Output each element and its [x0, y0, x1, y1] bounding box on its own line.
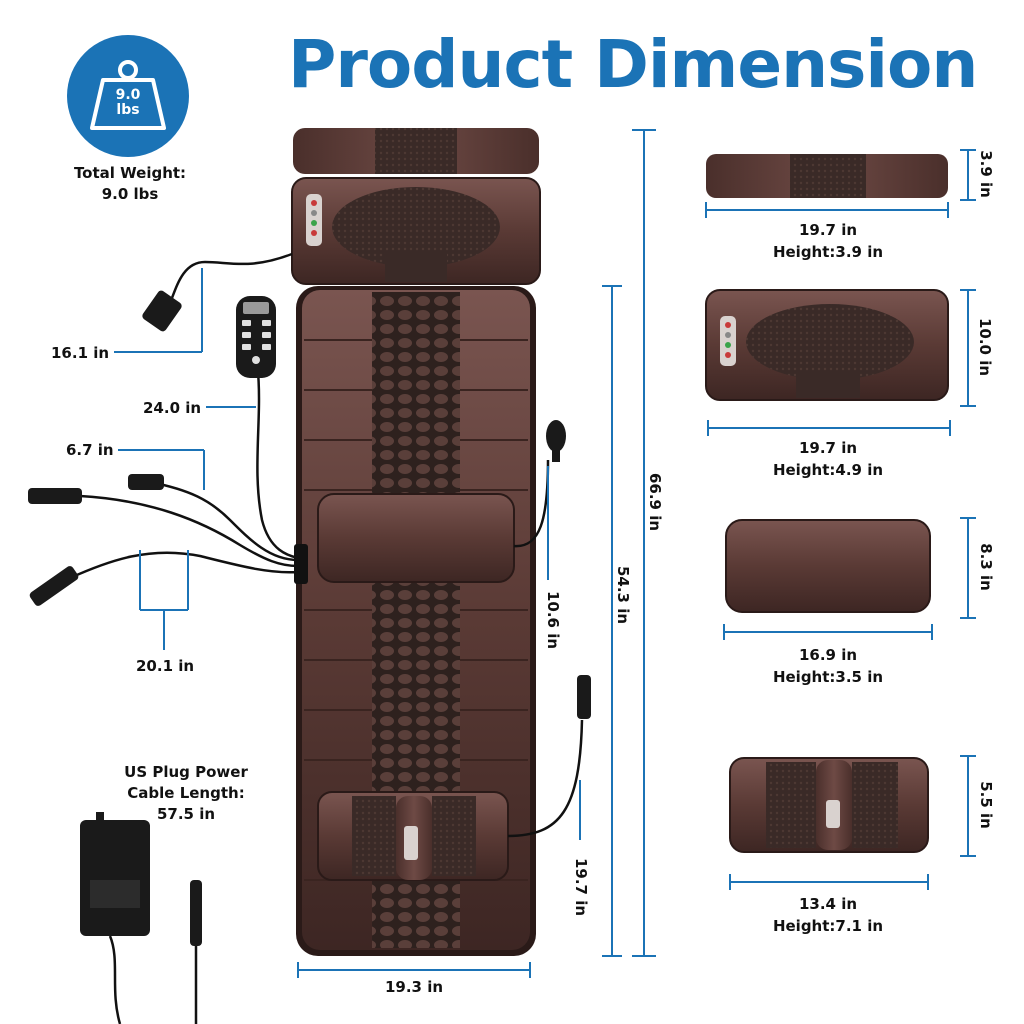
mat-width-label: 19.3 in: [384, 978, 444, 996]
page-title: Product Dimension: [288, 26, 978, 103]
weight-unit: lbs: [116, 102, 140, 118]
mat-lumbar-pad: [317, 493, 515, 583]
power-adapter: [80, 812, 150, 936]
foot-pad-width-label: 13.4 in: [798, 895, 858, 913]
head-pad-dimensions: 19.7 in Height:4.9 in: [748, 437, 908, 481]
power-caption-line1: US Plug Power: [124, 763, 248, 781]
total-weight-label: Total Weight:: [73, 164, 187, 182]
cables: [69, 252, 584, 1024]
head-pad-side-label: 10.0 in: [976, 317, 995, 377]
plug-dc-2: [29, 566, 79, 606]
head-control-buttons: [306, 194, 322, 246]
lumbar-pad-height-label: Height:3.5 in: [772, 668, 884, 686]
massage-mat: [291, 128, 541, 956]
total-weight-value: 9.0 lbs: [101, 185, 159, 203]
part-lumbar-pad-illustration: [725, 519, 931, 613]
dimension-lines: [114, 129, 976, 978]
weight-value: 9.0: [115, 87, 141, 103]
cable-plugs: [28, 290, 591, 946]
long-cable-length-label: 20.1 in: [136, 657, 195, 675]
lumbar-pad-dimensions: 16.9 in Height:3.5 in: [748, 644, 908, 688]
foot-offset-label: 19.7 in: [572, 857, 591, 917]
head-cable-length-label: 16.1 in: [51, 344, 110, 362]
pillow-side-label: 3.9 in: [976, 150, 995, 198]
mat-total-length-label: 66.9 in: [646, 472, 665, 532]
power-cable-caption: US Plug Power Cable Length: 57.5 in: [106, 762, 266, 825]
lumbar-pad-width-label: 16.9 in: [798, 646, 858, 664]
air-pump-bulb: [546, 420, 566, 462]
total-weight-caption: Total Weight: 9.0 lbs: [60, 163, 200, 205]
foot-pad-side-label: 5.5 in: [976, 781, 995, 829]
part-head-pad-illustration: [705, 289, 949, 401]
lumbar-pad-side-label: 8.3 in: [976, 543, 995, 591]
plug-adapter-output: [190, 880, 202, 946]
power-caption-line3: 57.5 in: [156, 805, 216, 823]
remote-cable-length-label: 24.0 in: [143, 399, 202, 417]
mat-foot-pad: [317, 791, 509, 881]
lumbar-offset-label: 10.6 in: [544, 590, 563, 650]
remote-control: [236, 296, 276, 378]
pillow-height-label: Height:3.9 in: [772, 243, 884, 261]
plug-short-cable: [128, 474, 164, 490]
short-cable-length-label: 6.7 in: [66, 441, 114, 459]
plug-dc-1: [28, 488, 82, 504]
pillow-width-label: 19.7 in: [798, 221, 858, 239]
power-caption-line2: Cable Length:: [127, 784, 245, 802]
foot-pad-dimensions: 13.4 in Height:7.1 in: [748, 893, 908, 937]
part-pillow-illustration: [706, 154, 948, 198]
head-pad-width-label: 19.7 in: [798, 439, 858, 457]
cable-junction-box: [294, 544, 308, 584]
pillow-dimensions: 19.7 in Height:3.9 in: [748, 219, 908, 263]
plug-head-cable: [142, 290, 182, 332]
mat-body-length-label: 54.3 in: [614, 565, 633, 625]
foot-pad-height-label: Height:7.1 in: [772, 917, 884, 935]
part-foot-pad-illustration: [729, 757, 929, 853]
plug-foot-cable: [577, 675, 591, 719]
head-pad-height-label: Height:4.9 in: [772, 461, 884, 479]
